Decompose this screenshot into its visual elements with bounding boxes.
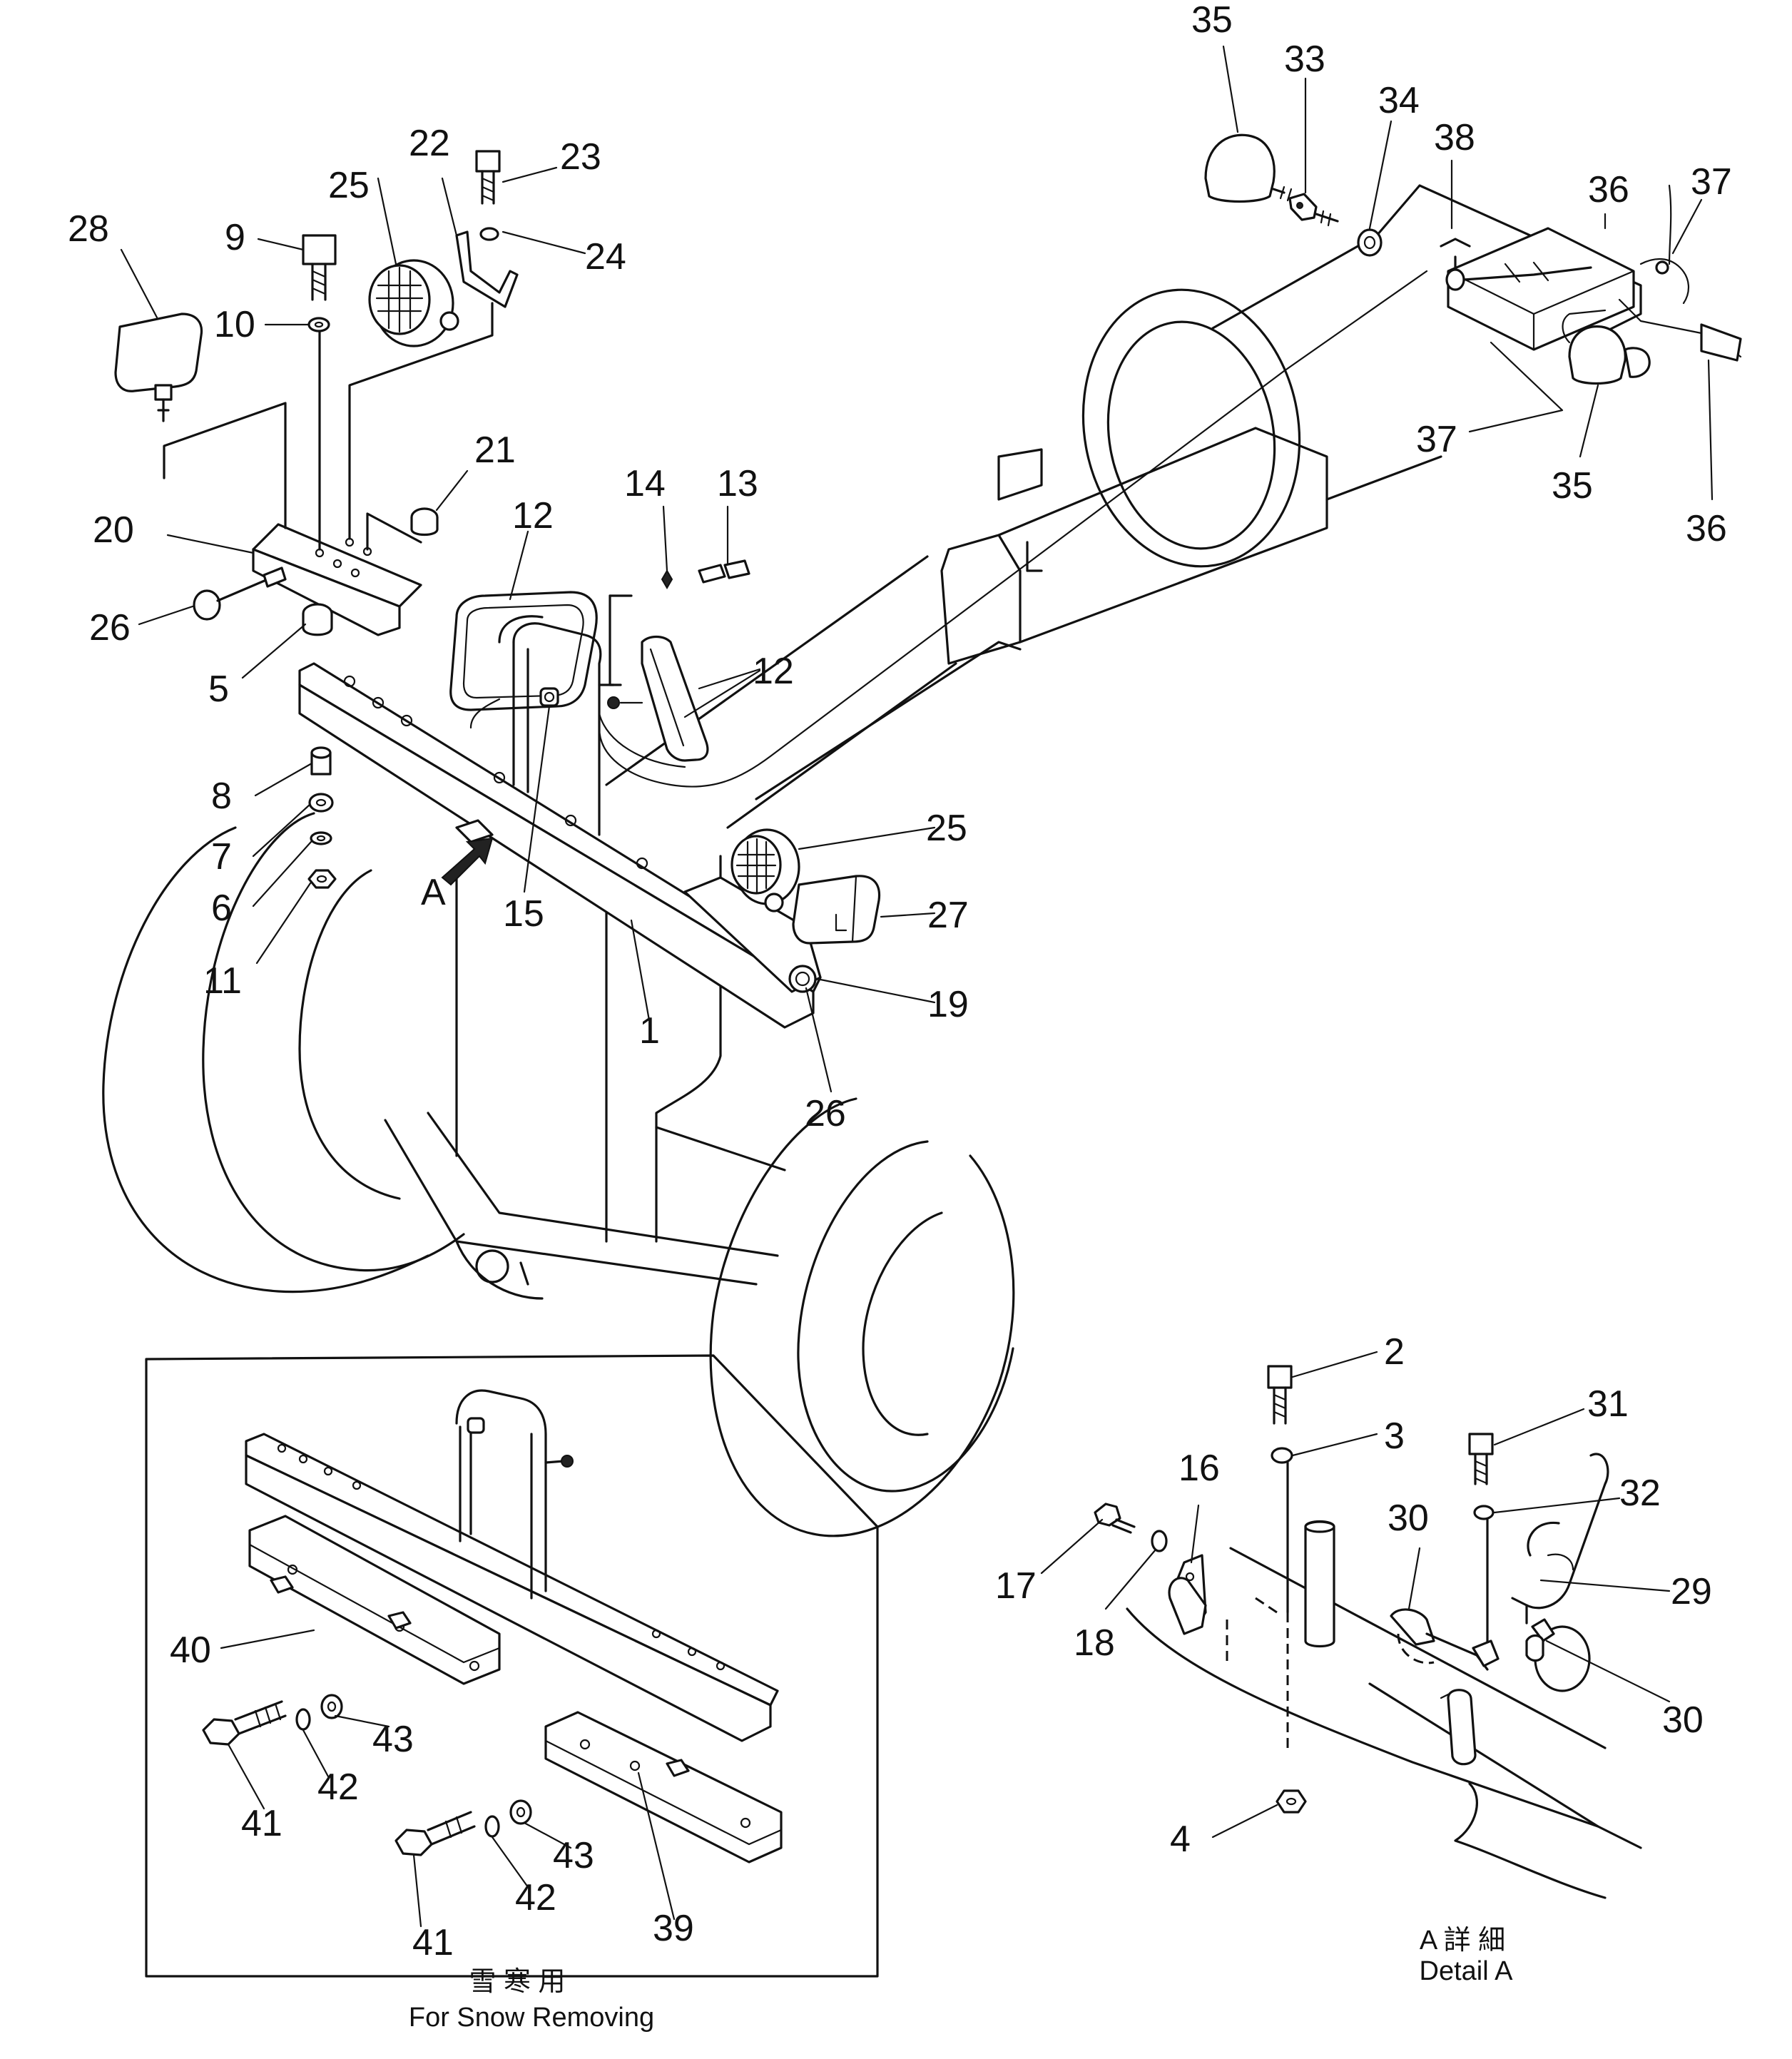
- lamp-26-left: [193, 566, 287, 621]
- callout-43a: 43: [372, 1719, 414, 1760]
- callout-26a: 26: [89, 607, 131, 649]
- callout-39: 39: [653, 1908, 694, 1949]
- washer-24: [479, 227, 499, 241]
- leader-lines: [120, 45, 1714, 1928]
- right-front-tire: [709, 1097, 1015, 1537]
- callout-13: 13: [717, 463, 758, 504]
- callout-29: 29: [1671, 1571, 1712, 1612]
- view-marker-a: A: [421, 872, 446, 913]
- callout-42a: 42: [317, 1766, 359, 1808]
- round-lamp-25-upper: [368, 259, 459, 347]
- callout-15: 15: [503, 893, 544, 935]
- round-lamp-25-lower: [730, 828, 800, 912]
- callout-17: 17: [995, 1565, 1037, 1607]
- lamp-35-lower: [1562, 309, 1651, 385]
- callout-28: 28: [68, 208, 109, 250]
- callout-4: 4: [1170, 1819, 1191, 1860]
- callout-18: 18: [1074, 1622, 1115, 1664]
- callout-30b: 30: [1662, 1699, 1704, 1741]
- callout-32: 32: [1619, 1473, 1661, 1514]
- callout-labels: 35 33 34 38 36 37 37 35 36 22 23 25 24 2…: [68, 0, 1732, 1963]
- callout-31: 31: [1587, 1383, 1629, 1425]
- callout-7: 7: [211, 836, 232, 878]
- side-lamp-27: [792, 875, 881, 945]
- work-lamp-28: [114, 312, 203, 422]
- callout-11: 11: [203, 960, 242, 1002]
- spacer-5: [302, 603, 333, 636]
- callout-3: 3: [1384, 1415, 1405, 1457]
- callout-35a: 35: [1191, 0, 1233, 41]
- callout-41a: 41: [241, 1803, 282, 1844]
- callout-27: 27: [927, 895, 969, 936]
- nut-21: [410, 507, 439, 537]
- callout-1: 1: [639, 1010, 660, 1052]
- callout-19: 19: [927, 984, 969, 1025]
- snow-caption-jp: 雪 寒 用: [469, 1967, 565, 1997]
- callout-20: 20: [93, 509, 134, 551]
- stack-8-7-6-11: [307, 746, 337, 889]
- frame-body: [455, 427, 1328, 1243]
- washer-10: [307, 317, 330, 332]
- mirror-assembly: [449, 559, 750, 836]
- callout-6: 6: [211, 888, 232, 929]
- callout-16: 16: [1178, 1448, 1220, 1489]
- callout-12b: 12: [753, 651, 794, 692]
- inset-snow-removing: [145, 1354, 879, 1978]
- callout-36a: 36: [1588, 169, 1629, 210]
- callout-25a: 25: [328, 165, 370, 206]
- detail-caption-jp: A 詳 細: [1420, 1926, 1505, 1956]
- callout-37b: 37: [1416, 419, 1457, 460]
- main-beam: [298, 662, 822, 1029]
- callout-38: 38: [1434, 117, 1475, 158]
- lamp-35-top: [1204, 133, 1293, 203]
- bolt-23: [475, 150, 501, 205]
- callout-8: 8: [211, 776, 232, 817]
- callout-2: 2: [1384, 1331, 1405, 1373]
- callout-25b: 25: [926, 808, 967, 849]
- callout-41b: 41: [412, 1922, 454, 1963]
- callout-43b: 43: [553, 1835, 594, 1876]
- lamp-19: [788, 965, 817, 993]
- callout-26b: 26: [805, 1093, 846, 1134]
- callout-33: 33: [1284, 39, 1325, 80]
- callout-36b: 36: [1686, 508, 1727, 549]
- bracket-22: [455, 230, 519, 308]
- detail-a: [1094, 1365, 1642, 1899]
- wire-harness: [598, 270, 1428, 788]
- snow-caption-en: For Snow Removing: [409, 2003, 654, 2033]
- callout-24: 24: [585, 236, 626, 278]
- bracket-33: [1288, 193, 1339, 227]
- relay-box: [1440, 227, 1635, 351]
- wire-36-37: [1618, 184, 1742, 362]
- callout-10: 10: [214, 304, 255, 345]
- callout-23: 23: [560, 136, 601, 178]
- detail-caption-en: Detail A: [1420, 1956, 1514, 1986]
- callout-9: 9: [225, 217, 245, 258]
- callout-42b: 42: [515, 1877, 556, 1918]
- callout-5: 5: [208, 668, 229, 710]
- callout-35b: 35: [1552, 465, 1593, 507]
- callout-21: 21: [474, 429, 516, 471]
- callout-12a: 12: [512, 495, 554, 537]
- view-arrow: A: [421, 837, 494, 913]
- bracket-20: [163, 302, 494, 636]
- nut-34: [1357, 228, 1383, 257]
- left-front-tire: [102, 812, 465, 1293]
- steering-column: [997, 184, 1642, 568]
- callout-22: 22: [409, 123, 450, 164]
- front-axle: [384, 1112, 779, 1300]
- callout-14: 14: [624, 463, 666, 504]
- captions: 雪 寒 用 For Snow Removing A 詳 細 Detail A: [409, 1926, 1513, 2033]
- callout-40: 40: [170, 1630, 211, 1671]
- callout-37a: 37: [1691, 161, 1732, 203]
- callout-34: 34: [1378, 80, 1420, 121]
- bolt-9: [302, 234, 337, 301]
- callout-30a: 30: [1388, 1498, 1429, 1539]
